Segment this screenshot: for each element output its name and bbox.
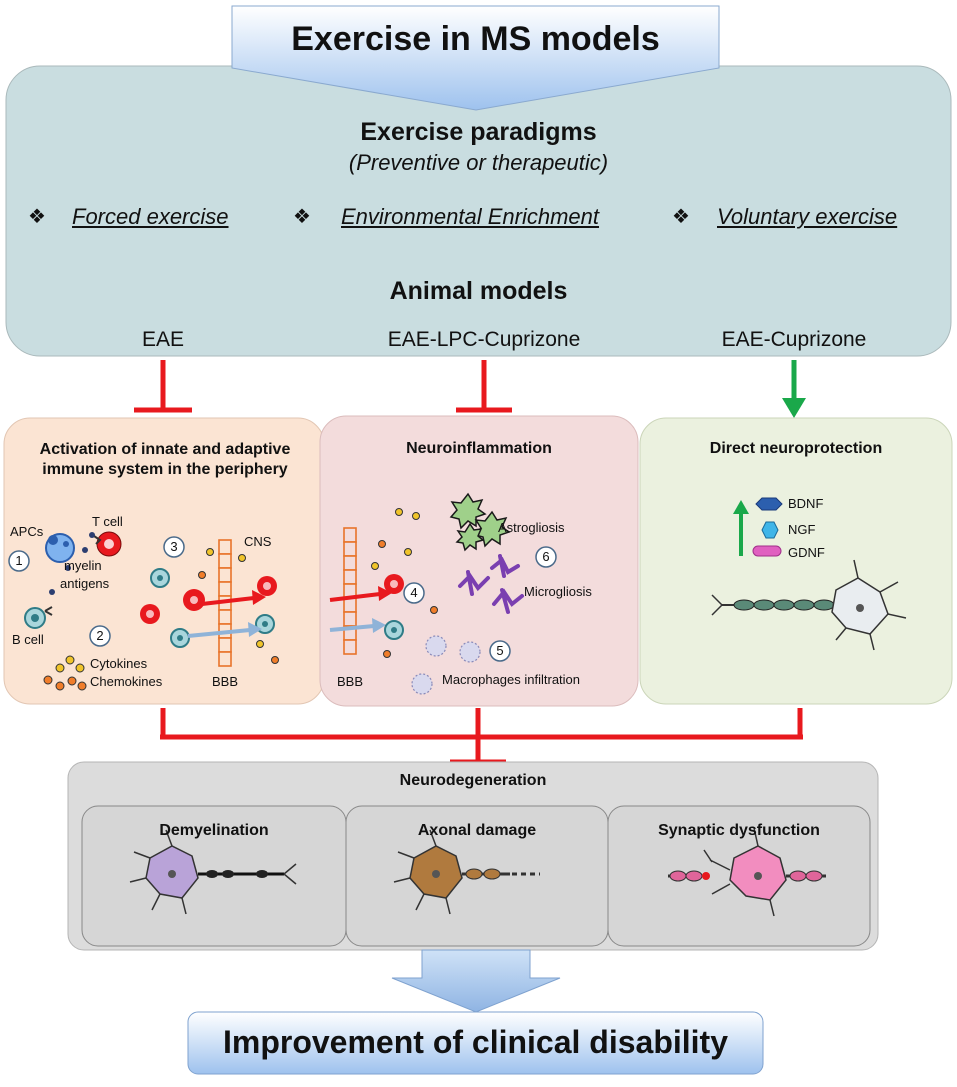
bullet-icon: ❖ xyxy=(672,206,690,228)
tcell-label: T cell xyxy=(92,514,123,529)
inhibit-lines-bottom xyxy=(160,708,803,765)
neuroinflammation-illustration xyxy=(329,492,524,695)
paradigm-voluntary-exercise: Voluntary exercise xyxy=(717,204,898,229)
cytokines-label: Cytokines xyxy=(90,656,148,671)
apcs-label: APCs xyxy=(10,524,44,539)
demyelination-label: Demyelination xyxy=(159,822,269,839)
step-number: 4 xyxy=(410,585,418,600)
axonal-damage-label: Axonal damage xyxy=(417,822,537,839)
activate-arrow xyxy=(782,360,806,418)
animal-models-title: Animal models xyxy=(389,277,568,305)
synaptic-dysfunction-label: Synaptic dysfunction xyxy=(658,822,820,839)
neuroprotection-title: Direct neuroprotection xyxy=(709,440,883,457)
model-eae-lpc-cuprizone: EAE-LPC-Cuprizone xyxy=(387,328,581,351)
chemokines-label: Chemokines xyxy=(90,674,163,689)
bullet-icon: ❖ xyxy=(293,206,311,228)
bcell-label: B cell xyxy=(12,632,44,647)
myelin-label: myelin xyxy=(64,558,102,573)
bbb-label: BBB xyxy=(212,674,239,689)
gdnf-icon xyxy=(752,545,782,557)
antigens-label: antigens xyxy=(60,576,110,591)
bdnf-label: BDNF xyxy=(788,496,824,511)
ngf-label: NGF xyxy=(788,522,816,537)
cytokine-dots-icon xyxy=(371,508,438,658)
cytokine-dots-icon xyxy=(43,655,87,691)
bdnf-icon xyxy=(755,497,783,511)
step-number-circles xyxy=(8,536,557,662)
step-number: 2 xyxy=(96,628,104,643)
cns-label: CNS xyxy=(244,534,272,549)
astrogliosis-label: Astrogliosis xyxy=(498,520,565,535)
apc-cell-icon xyxy=(45,533,75,563)
neuroprotection-panel xyxy=(639,417,953,705)
ngf-icon xyxy=(761,521,779,539)
inhibit-lines-top xyxy=(134,360,512,413)
microglia-icon xyxy=(458,554,524,614)
b-cell-icon xyxy=(24,606,53,629)
neuroprotection-illustration xyxy=(711,497,907,651)
model-eae: EAE xyxy=(141,328,185,351)
gdnf-label: GDNF xyxy=(788,545,825,560)
header-arrow xyxy=(231,5,720,111)
step-number: 5 xyxy=(496,643,504,658)
step-number: 1 xyxy=(15,553,23,568)
paradigms-title: Exercise paradigms xyxy=(360,118,597,146)
neuroinflammation-title: Neuroinflammation xyxy=(406,440,552,457)
macrophages-label: Macrophages infiltration xyxy=(442,672,581,687)
bullet-icon: ❖ xyxy=(28,206,46,228)
t-cell-icon xyxy=(93,531,122,557)
neuroinflammation-panel xyxy=(319,415,639,707)
footer-title: Improvement of clinical disability xyxy=(222,1024,728,1060)
paradigm-forced-exercise: Forced exercise xyxy=(72,204,229,229)
activation-illustration xyxy=(24,531,279,691)
microgliosis-label: Microgliosis xyxy=(524,584,592,599)
page-title: Exercise in MS models xyxy=(291,20,660,58)
step-number: 6 xyxy=(542,549,550,564)
macrophage-icon xyxy=(411,635,481,695)
bbb-label: BBB xyxy=(337,674,364,689)
demyelination-neuron-icon xyxy=(129,829,297,915)
axonal-damage-neuron-icon xyxy=(393,829,540,915)
neurodegeneration-title: Neurodegeneration xyxy=(399,772,547,789)
step-number: 3 xyxy=(170,539,178,554)
activation-title: Activation of innate and adaptive immune… xyxy=(39,441,291,478)
astrocyte-icon xyxy=(449,492,511,552)
down-arrow xyxy=(391,949,561,1013)
paradigm-environmental-enrichment: Environmental Enrichment xyxy=(341,204,600,229)
paradigms-subtitle: (Preventive or therapeutic) xyxy=(348,150,609,175)
model-eae-cuprizone: EAE-Cuprizone xyxy=(721,328,867,351)
footer-box xyxy=(187,1011,764,1075)
synaptic-neuron-icon xyxy=(668,827,826,917)
neuron-icon xyxy=(711,559,907,651)
bbb-barrier-icon xyxy=(343,527,357,655)
